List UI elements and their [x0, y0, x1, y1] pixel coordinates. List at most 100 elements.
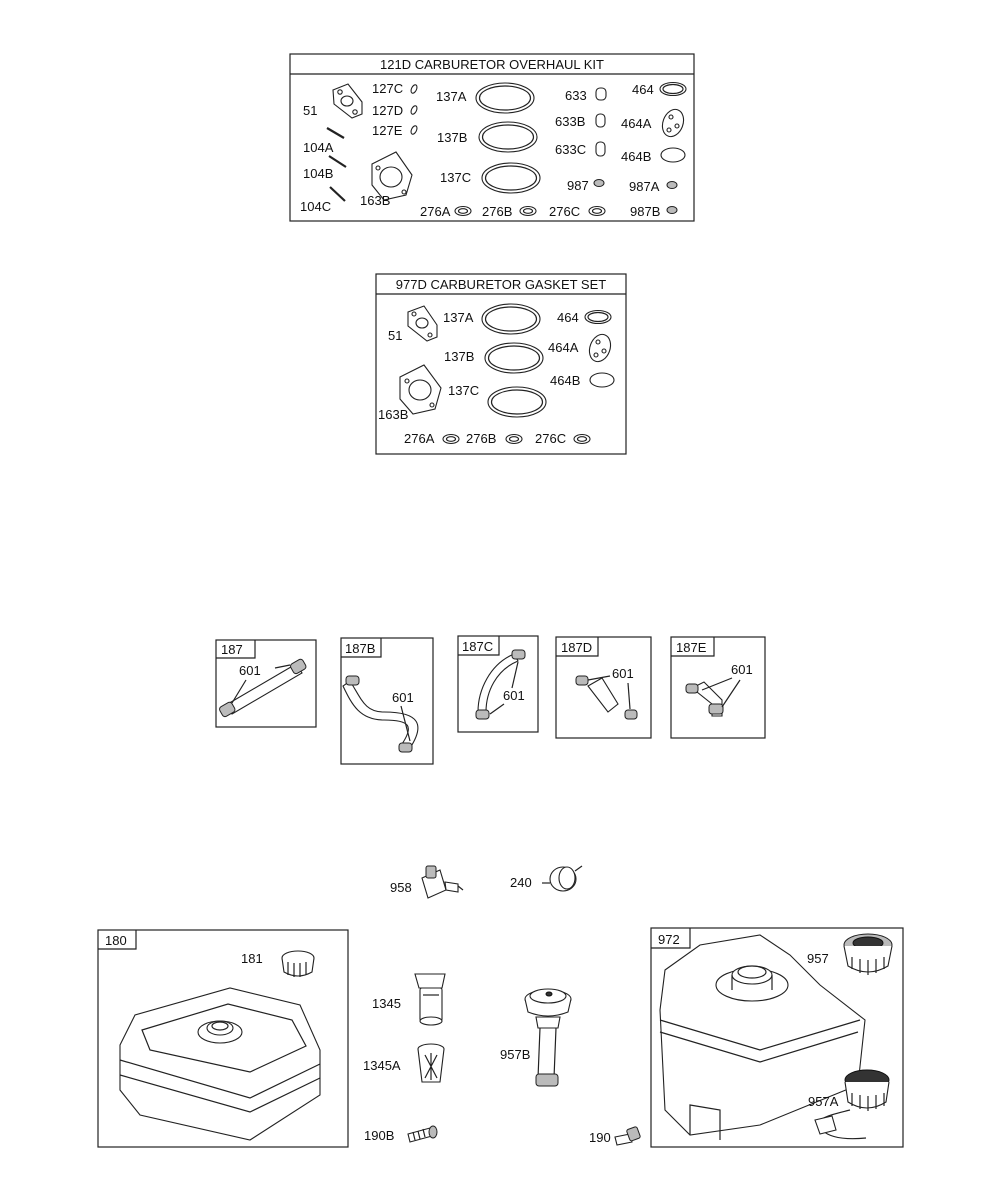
o-ring-137c-icon: [481, 162, 541, 194]
label-137c: 137C: [440, 170, 471, 185]
fuel-tank-180-icon: [119, 987, 321, 1141]
gasket-464b-icon: [589, 372, 615, 388]
seal-127d-icon: [410, 105, 418, 115]
label-276a: 276A: [420, 204, 451, 219]
label-51: 51: [303, 103, 317, 118]
diaphragm-464a-icon: [661, 108, 685, 138]
fuel-hose-icon: [587, 677, 619, 713]
label-276c: 276C: [549, 204, 580, 219]
washer-276b-icon: [519, 205, 537, 217]
label-240: 240: [510, 875, 532, 890]
label-987: 987: [567, 178, 589, 193]
label-137c: 137C: [448, 383, 479, 398]
jet-633-icon: [595, 87, 607, 101]
fuel-line-187c-title: 187C: [462, 639, 493, 654]
loose-parts: 958 240 1345 1345A 957B: [363, 865, 641, 1146]
label-464: 464: [632, 82, 654, 97]
washer-987a-icon: [666, 181, 678, 189]
label-51: 51: [388, 328, 402, 343]
fuel-line-187b-title: 187B: [345, 641, 375, 656]
fuel-cap-gauge-icon: [524, 988, 572, 1087]
label-137b: 137B: [437, 130, 467, 145]
washer-276a-icon: [454, 205, 472, 217]
fuel-line-187b-panel: 187B 601: [340, 637, 434, 765]
washer-276a-icon: [442, 433, 460, 445]
fuel-tank-972-panel: 972 957 957A: [650, 927, 904, 1148]
label-601: 601: [731, 662, 753, 677]
pin-104c-icon: [329, 186, 346, 202]
label-276b: 276B: [482, 204, 512, 219]
label-1345a: 1345A: [363, 1058, 401, 1073]
label-464b: 464B: [621, 149, 651, 164]
hose-clamp-icon: [511, 649, 526, 660]
label-137a: 137A: [443, 310, 474, 325]
overhaul-kit-panel: 121D CARBURETOR OVERHAUL KIT 51 127C 127…: [289, 53, 695, 222]
label-127d: 127D: [372, 103, 403, 118]
label-137b: 137B: [444, 349, 474, 364]
washer-987b-icon: [666, 206, 678, 214]
fuel-hose-icon: [225, 663, 303, 715]
label-190: 190: [589, 1130, 611, 1145]
seal-127e-icon: [410, 125, 418, 135]
label-633: 633: [565, 88, 587, 103]
fuel-line-187e-title: 187E: [676, 640, 707, 655]
label-601: 601: [612, 666, 634, 681]
fuel-tank-180-title: 180: [105, 933, 127, 948]
hose-clamp-icon: [708, 703, 724, 715]
label-633c: 633C: [555, 142, 586, 157]
label-957b: 957B: [500, 1047, 530, 1062]
label-464b: 464B: [550, 373, 580, 388]
jet-633c-icon: [595, 141, 606, 157]
fuel-tank-972-icon: [659, 934, 866, 1140]
label-276b: 276B: [466, 431, 496, 446]
seal-127c-icon: [410, 84, 418, 94]
label-601: 601: [239, 663, 261, 678]
o-ring-137b-icon: [484, 342, 544, 374]
hose-clamp-icon: [575, 675, 589, 686]
fuel-cap-957a-icon: [814, 1069, 890, 1140]
fuel-line-187c-panel: 187C 601: [457, 635, 539, 733]
label-464a: 464A: [621, 116, 652, 131]
screw-190b-icon: [407, 1125, 438, 1143]
fuel-filter-icon: [542, 865, 583, 892]
fuel-tank-180-panel: 180 181: [97, 929, 349, 1148]
hose-clamp-icon: [219, 701, 236, 718]
jet-633b-icon: [595, 113, 606, 128]
overhaul-kit-title: 121D CARBURETOR OVERHAUL KIT: [380, 57, 604, 72]
washer-276b-icon: [505, 433, 523, 445]
label-163b: 163B: [378, 407, 408, 422]
label-601: 601: [392, 690, 414, 705]
label-276a: 276A: [404, 431, 435, 446]
fuel-line-187-panel: 187 601: [215, 639, 317, 728]
gasket-set-title: 977D CARBURETOR GASKET SET: [396, 277, 607, 292]
fuel-line-187e-panel: 187E 601: [670, 636, 766, 739]
diaphragm-464a-icon: [588, 333, 612, 363]
label-464a: 464A: [548, 340, 579, 355]
o-ring-137b-icon: [478, 121, 538, 153]
label-276c: 276C: [535, 431, 566, 446]
hose-clamp-icon: [685, 683, 699, 694]
washer-987-icon: [593, 179, 605, 187]
label-190b: 190B: [364, 1128, 394, 1143]
label-957a: 957A: [808, 1094, 839, 1109]
fuel-strainer-1345a-icon: [417, 1043, 445, 1083]
fuel-strainer-1345-icon: [414, 973, 446, 1026]
fuel-tank-972-title: 972: [658, 932, 680, 947]
label-987a: 987A: [629, 179, 660, 194]
screw-190-icon: [614, 1126, 641, 1146]
hose-clamp-icon: [398, 742, 413, 753]
pin-104a-icon: [326, 127, 345, 139]
label-633b: 633B: [555, 114, 585, 129]
label-104a: 104A: [303, 140, 334, 155]
label-1345: 1345: [372, 996, 401, 1011]
label-104b: 104B: [303, 166, 333, 181]
label-958: 958: [390, 880, 412, 895]
hose-clamp-icon: [345, 675, 360, 686]
o-ring-137a-icon: [481, 303, 541, 335]
label-181: 181: [241, 951, 263, 966]
washer-276c-icon: [573, 433, 591, 445]
label-987b: 987B: [630, 204, 660, 219]
fuel-line-187-title: 187: [221, 642, 243, 657]
pin-104b-icon: [328, 155, 347, 168]
